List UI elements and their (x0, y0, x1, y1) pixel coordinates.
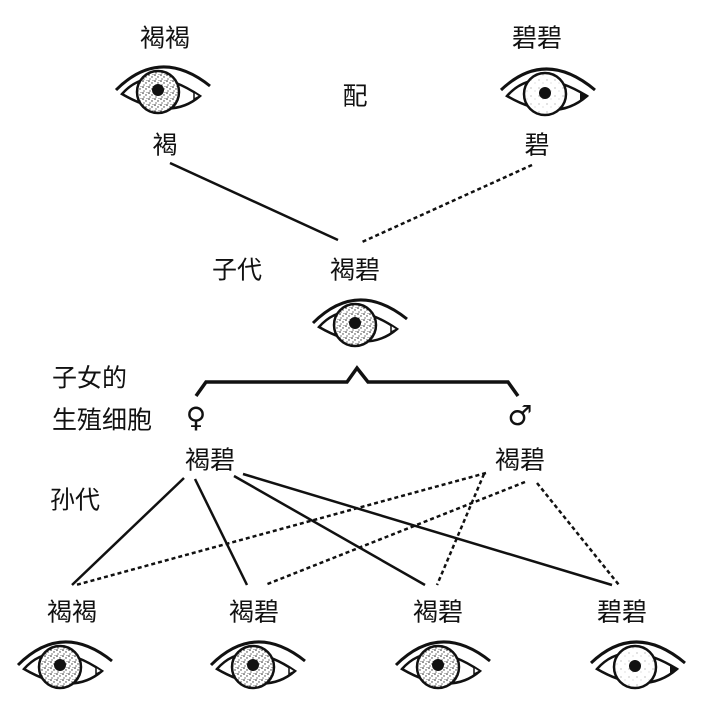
female-line-to-f2-4 (242, 472, 613, 587)
female-line-to-f2-2 (193, 478, 249, 586)
gamete-bracket (194, 365, 520, 398)
brown-eye-icon (16, 640, 114, 690)
gametes-label-line1: 子女的 (52, 363, 128, 393)
blue-eye-icon (589, 640, 687, 690)
blue-allele-line-parent (361, 163, 533, 244)
male-line-to-f2-4 (536, 482, 620, 586)
f1-genotype: 褐碧 (329, 255, 381, 285)
brown-eye-icon (394, 640, 492, 690)
parent-blue-gamete: 碧 (524, 130, 550, 160)
blue-eye-icon (499, 67, 597, 117)
f2-offspring-genotype: 碧碧 (596, 597, 648, 627)
f2-offspring-genotype: 褐碧 (228, 597, 280, 627)
brown-allele-line-parent (169, 161, 339, 242)
f2-generation-label: 孙代 (50, 485, 101, 515)
gametes-label-line2: 生殖细胞 (52, 405, 153, 435)
parent-brown-genotype: 褐褐 (139, 23, 191, 53)
cross-label: 配 (342, 81, 368, 111)
male-line-to-f2-2 (264, 480, 526, 587)
brown-eye-icon (209, 640, 307, 690)
female-line-to-f2-3 (233, 474, 426, 587)
male-line-to-f2-3 (435, 473, 486, 586)
male-line-to-f2-1 (75, 471, 487, 587)
brown-eye-icon (114, 65, 212, 115)
brown-eye-icon (311, 298, 409, 348)
f1-generation-label: 子代 (211, 255, 263, 285)
female-line-to-f2-1 (71, 477, 185, 586)
parent-brown-gamete: 褐 (152, 130, 178, 160)
male-symbol-icon: ♂ (507, 399, 533, 432)
female-gamete-genotype: 褐碧 (184, 445, 236, 475)
male-gamete-genotype: 褐碧 (494, 445, 546, 475)
f2-offspring-genotype: 褐褐 (46, 597, 98, 627)
parent-blue-genotype: 碧碧 (511, 23, 563, 53)
f2-offspring-genotype: 褐碧 (412, 597, 464, 627)
female-symbol-icon: ♀ (185, 401, 207, 434)
